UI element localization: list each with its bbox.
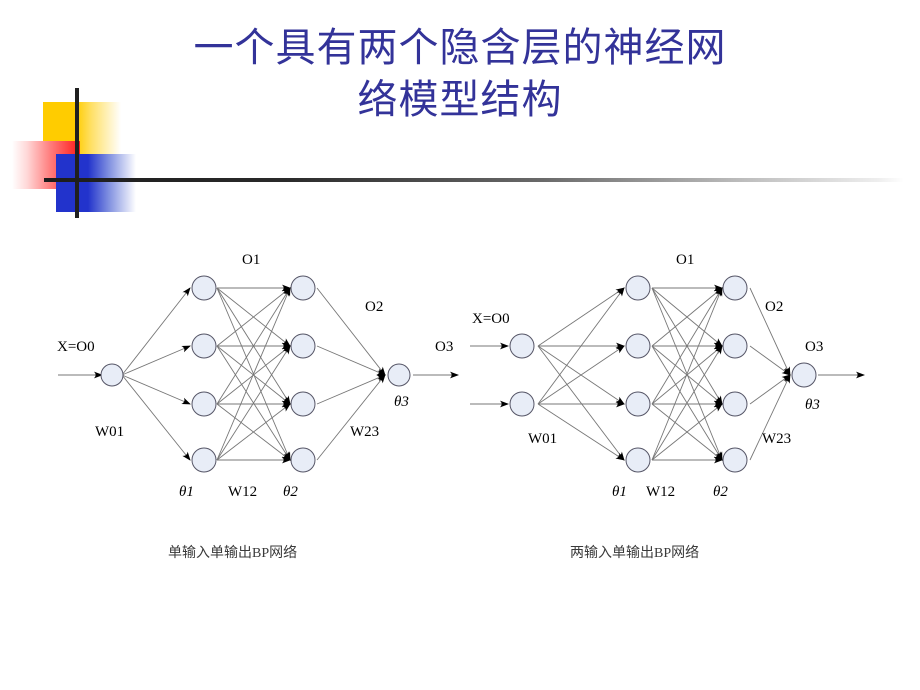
- label-w01-left: W01: [95, 424, 125, 440]
- right-network-svg: [470, 275, 865, 473]
- label-input-right: X=O0: [472, 311, 510, 327]
- deco-blue-square: [56, 154, 136, 212]
- node-h2-0: [290, 275, 316, 301]
- label-w12-left: W12: [228, 484, 258, 500]
- node-h1-3: [625, 447, 651, 473]
- label-theta2-left: θ2: [283, 484, 298, 500]
- node-h1-0: [191, 275, 217, 301]
- label-o2-right: O2: [765, 299, 784, 315]
- node-h2-1: [290, 333, 316, 359]
- node-output-0: [387, 363, 411, 387]
- label-w12-right: W12: [646, 484, 676, 500]
- node-h2-3: [290, 447, 316, 473]
- label-theta2-right: θ2: [713, 484, 728, 500]
- label-o1-right: O1: [676, 252, 695, 268]
- node-h1-3: [191, 447, 217, 473]
- label-o3-left: O3: [435, 339, 454, 355]
- deco-horizontal-rule: [44, 178, 904, 182]
- deco-vertical-rule: [75, 88, 79, 218]
- diagram-single-input-bp-network: X=O0 O1 O2 O3 θ3 W01 W23 θ1 W12 θ2 单输入单输…: [40, 240, 460, 580]
- label-input-left: X=O0: [57, 339, 95, 355]
- label-theta1-left: θ1: [179, 484, 194, 500]
- label-w23-left: W23: [350, 424, 380, 440]
- node-input-0: [509, 333, 535, 359]
- diagram-two-input-bp-network: X=O0 O1 O2 O3 θ3 W01 W23 θ1 W12 θ2 两输入单输…: [460, 240, 910, 580]
- label-o2-left: O2: [365, 299, 384, 315]
- decorative-motif: [0, 88, 520, 218]
- caption-left-diagram: 单输入单输出BP网络: [168, 546, 298, 561]
- label-w23-right: W23: [762, 431, 792, 447]
- label-o1-left: O1: [242, 252, 261, 268]
- caption-right-diagram: 两输入单输出BP网络: [570, 546, 700, 561]
- left-network-svg: [58, 275, 459, 473]
- node-h2-0: [722, 275, 748, 301]
- node-h1-1: [625, 333, 651, 359]
- node-input-0: [100, 363, 124, 387]
- node-output-0: [791, 362, 817, 388]
- label-o3-right: O3: [805, 339, 824, 355]
- label-w01-right: W01: [528, 431, 558, 447]
- label-theta1-right: θ1: [612, 484, 627, 500]
- label-theta3-left: θ3: [394, 394, 409, 410]
- node-h1-1: [191, 333, 217, 359]
- label-theta3-right: θ3: [805, 397, 820, 413]
- node-input-1: [509, 391, 535, 417]
- node-h2-3: [722, 447, 748, 473]
- node-h1-2: [191, 391, 217, 417]
- node-h2-2: [722, 391, 748, 417]
- node-h2-1: [722, 333, 748, 359]
- node-h2-2: [290, 391, 316, 417]
- page-title: 一个具有两个隐含层的神经网 络模型结构: [193, 25, 727, 122]
- node-h1-2: [625, 391, 651, 417]
- node-h1-0: [625, 275, 651, 301]
